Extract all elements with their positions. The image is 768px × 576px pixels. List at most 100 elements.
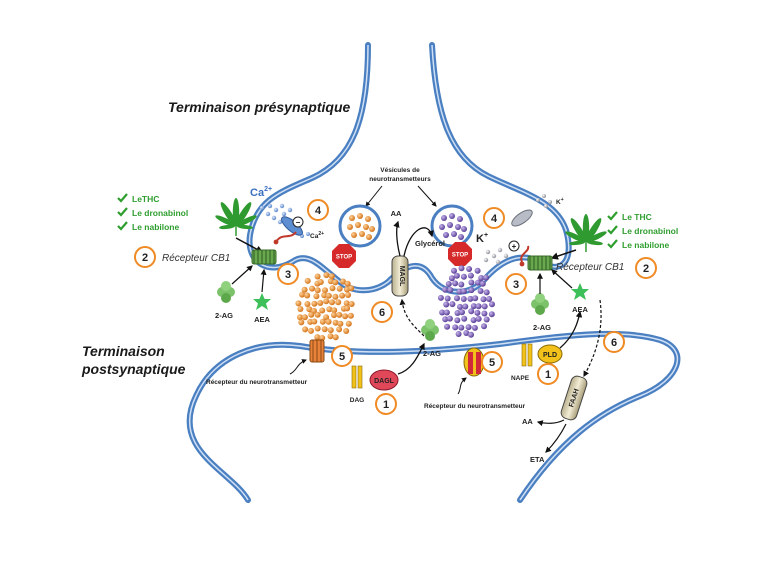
neurotransmitter-molecule [301,286,308,293]
potassium-label: K+ [476,232,488,245]
neurotransmitter-molecule [446,315,453,322]
neurotransmitter-molecule [332,293,339,300]
aea-label: AEA [572,305,588,314]
check-icon [607,211,618,221]
neurotransmitter-molecule [454,317,461,324]
dagl-label: DAGL [374,378,395,385]
dag-membrane-lipid: DAG [350,365,364,404]
neurotransmitter-molecule [452,280,459,287]
neurotransmitter-molecule [458,265,465,272]
neurotransmitter-molecule [331,312,337,319]
step-badge [505,273,527,295]
neurotransmitter-molecule [332,334,339,341]
neurotransmitter-molecule [344,305,351,312]
cb1-receptor-right [527,255,553,271]
minus-icon: − [296,218,301,227]
arrow [457,377,467,395]
nt-receptor-right [463,347,485,377]
check-icon [117,221,128,231]
step-number: 4 [315,205,322,217]
arrow [536,419,565,427]
neurotransmitter-molecule [348,301,355,307]
arrow [551,269,573,289]
neurotransmitter-molecule [481,303,488,310]
step-number: 1 [383,399,389,411]
check-icon [117,207,128,217]
neurotransmitter-molecule [332,319,339,326]
neurotransmitter-molecule [325,292,332,299]
eta-label: ETA [530,455,545,464]
step-4-left: 4 [307,199,329,221]
dag-label: DAG [350,397,364,404]
step-badge [483,207,505,229]
step-badge [277,263,299,285]
drug-name: Le THC [622,212,652,222]
neurotransmitter-molecule [308,311,315,318]
neurotransmitter-molecule [343,328,350,334]
drug-item: Le dronabinol [117,207,188,218]
step-3-right: 3 [505,273,527,295]
neurotransmitter-molecule [297,314,303,321]
neurotransmitter-molecule [442,316,449,323]
neurotransmitter-molecule [463,330,470,336]
step-number: 3 [513,279,519,291]
neurotransmitter-molecule [319,307,326,314]
cb1-label: Récepteur CB1 [162,253,230,264]
neurotransmitter-molecule [339,292,346,299]
glycerol-label: Glycérol [415,239,445,248]
nt-receptor-label-right: Récepteur du neurotransmetteur [424,403,526,410]
neurotransmitter-molecule [317,300,324,306]
dashed-arrow [399,298,425,337]
neurotransmitter-molecule [475,303,482,310]
neurotransmitter-molecule [447,287,454,293]
neurotransmitter-molecule [472,295,479,302]
pld-enzyme: PLD [537,344,563,364]
neurotransmitter-molecule [475,315,482,322]
neurotransmitter-molecule [321,292,328,299]
neurotransmitter-molecule [489,301,495,308]
drug-item: Le THC [607,211,652,222]
arrow [417,185,437,207]
nt-receptor-left [309,339,325,363]
step-badge [537,363,559,385]
neurotransmitter-molecule [454,295,460,302]
neurotransmitter-molecule [319,318,326,325]
drug-name: Le nabilone [132,222,180,232]
drug-name: Le dronabinol [622,226,678,236]
neurotransmitter-molecule [452,324,459,331]
neurotransmitter-molecule [481,323,487,330]
neurotransmitter-molecule [332,279,339,286]
neurotransmitter-molecule [325,318,332,325]
neurotransmitter-molecule [458,281,465,288]
neurotransmitter-molecule [321,326,328,333]
nt-receptor-label-left: Récepteur du neurotransmetteur [206,379,308,386]
drug-name: LeTHC [132,194,159,204]
nape-membrane-lipid: NAPE [511,343,533,382]
step-number: 2 [142,252,148,264]
arrow [550,249,577,260]
neurotransmitter-molecule [328,273,335,280]
neurotransmitter-molecule [474,267,481,274]
step-badge [603,331,625,353]
step-badge [371,301,393,323]
aea-star-icon: AEA [253,293,271,324]
neurotransmitter-molecule [443,309,450,316]
neurotransmitter-molecule [486,296,493,302]
neurotransmitter-molecule [335,299,342,306]
stop-text: STOP [336,255,352,261]
neurotransmitter-molecule [327,278,334,285]
neurotransmitter-molecule [327,333,334,340]
step-number: 1 [545,369,551,381]
neurotransmitter-molecule [459,309,465,316]
neurotransmitter-molecule [488,311,495,318]
arrow [289,359,307,375]
step-badge [481,351,503,373]
neurotransmitter-molecule [336,326,343,333]
neurotransmitter-molecule [483,274,490,281]
neurotransmitter-molecule [437,294,444,301]
faah-enzyme: FAAH [560,375,588,421]
neurotransmitter-molecule [322,287,328,294]
neurotransmitter-molecule [343,300,350,307]
neurotransmitter-molecule [453,272,460,279]
